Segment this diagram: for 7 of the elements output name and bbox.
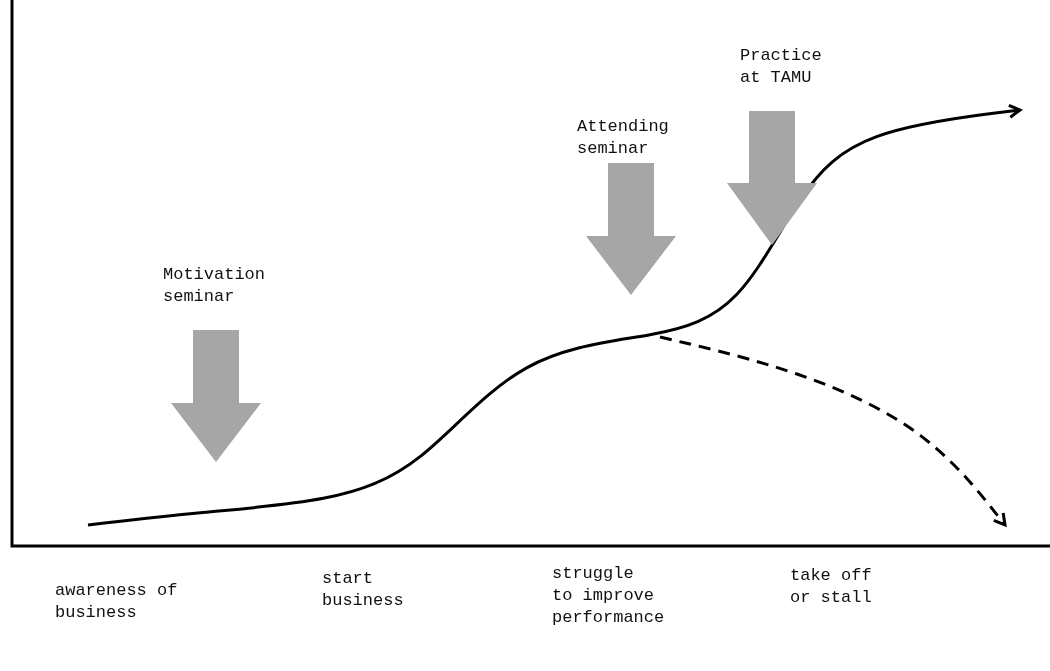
annotation-label: Motivation seminar — [163, 264, 267, 308]
stage-label: take off or stall — [790, 565, 873, 609]
stage-label: start business — [322, 568, 405, 612]
annotation-label: Attending seminar — [577, 116, 670, 160]
annotation-label: Practice at TAMU — [740, 45, 823, 89]
stage-label: struggle to improve performance — [552, 563, 661, 629]
stage-label: awareness of business — [55, 580, 179, 624]
